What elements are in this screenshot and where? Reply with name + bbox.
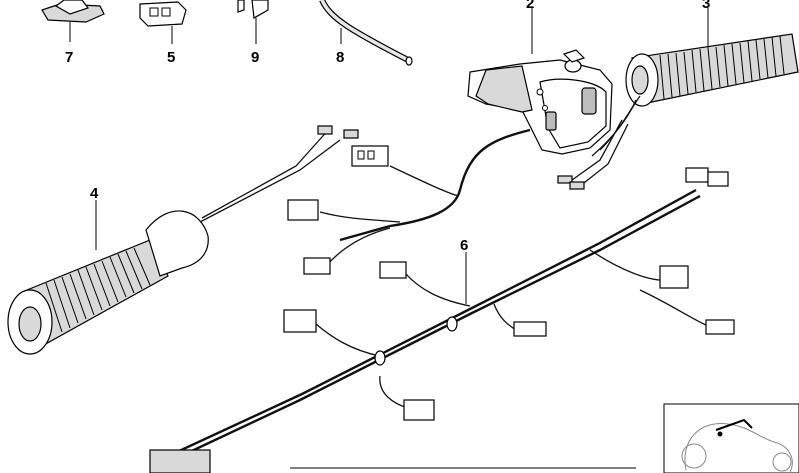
part-5-connector — [139, 1, 187, 27]
callout-6: 6 — [460, 237, 468, 254]
callout-9: 9 — [251, 49, 259, 66]
motorcycle-locator-inset — [663, 403, 799, 473]
part-9-plug — [237, 0, 269, 19]
part-8-rod — [319, 0, 413, 66]
part-4-left-grip — [7, 210, 209, 355]
callout-7: 7 — [65, 49, 73, 66]
part-7-clip — [41, 0, 105, 23]
callout-3: 3 — [702, 0, 710, 12]
callout-4: 4 — [90, 185, 99, 202]
callout-8: 8 — [336, 49, 344, 66]
part-2-switch-unit — [467, 49, 613, 155]
callout-2: 2 — [526, 0, 534, 12]
part-3-right-grip — [625, 33, 799, 107]
callout-5: 5 — [167, 49, 175, 66]
